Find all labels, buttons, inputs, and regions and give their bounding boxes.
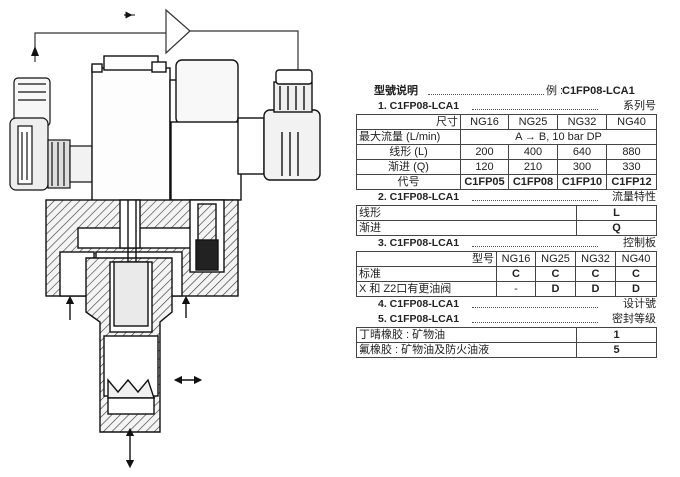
section-4-heading: 4. C1FP08-LCA1 设计號: [356, 297, 656, 312]
header-leader: [428, 94, 544, 95]
table-cell: C1FP05: [460, 174, 509, 190]
table-row: X 和 Z2口有更油阀 - D D D: [356, 281, 657, 297]
section-leader: [472, 246, 598, 247]
panel-title: 型號说明: [374, 85, 418, 97]
table-cell: NG32: [575, 251, 616, 267]
section-label: 设计號: [623, 298, 656, 310]
solenoid-coil: [170, 59, 321, 201]
example-prefix: 例 :: [546, 85, 564, 97]
table-cell: C1FP10: [557, 174, 607, 190]
section-leader: [472, 200, 598, 201]
valve-cross-section-drawing: [9, 8, 321, 469]
section-leader: [472, 109, 598, 110]
section-5-heading: 5. C1FP08-LCA1 密封等级: [356, 312, 656, 327]
table-cell: NG40: [615, 251, 657, 267]
table-cell: 880: [606, 144, 657, 160]
table-row: 标准 C C C C: [356, 266, 657, 282]
table-cell: 5: [576, 342, 657, 358]
section-2-heading: 2. C1FP08-LCA1 流量特性: [356, 190, 656, 205]
section-code: 5. C1FP08-LCA1: [378, 313, 460, 325]
table-cell: 线形: [356, 205, 577, 221]
table-row: 线形 L: [356, 205, 657, 221]
cartridge-sleeve: [85, 200, 173, 433]
table-cell: NG16: [496, 251, 536, 267]
table-cell: C: [535, 266, 576, 282]
table-row: 丁晴橡胶 : 矿物油 1: [356, 327, 657, 343]
table-cell: 尺寸: [356, 114, 461, 130]
table-cell: 标准: [356, 266, 497, 282]
flow-arrows: [65, 295, 203, 469]
table-cell: 最大流量 (L/min): [356, 129, 461, 145]
section-label: 密封等级: [612, 313, 656, 325]
seal-material-table: 丁晴橡胶 : 矿物油 1 氟橡胶 : 矿物油及防火油液 5: [356, 327, 657, 358]
section-code: 1. C1FP08-LCA1: [378, 100, 460, 112]
example-code: C1FP08-LCA1: [562, 85, 635, 97]
table-cell: 300: [557, 159, 607, 175]
section-1-heading: 1. C1FP08-LCA1 系列号: [356, 99, 656, 114]
table-row: 渐进 Q: [356, 220, 657, 236]
signal-arrow-up: [31, 46, 39, 56]
table-cell: C1FP08: [508, 174, 558, 190]
table-cell: C: [575, 266, 616, 282]
table-cell: A → B, 10 bar DP: [460, 129, 657, 145]
control-cover-table: 型号 NG16 NG25 NG32 NG40 标准 C C C C X 和 Z2…: [356, 251, 657, 297]
hydraulic-signal-lines: [34, 8, 299, 78]
table-cell: X 和 Z2口有更油阀: [356, 281, 497, 297]
table-cell: NG16: [460, 114, 509, 130]
table-cell: 330: [606, 159, 657, 175]
table-cell: 210: [508, 159, 558, 175]
table-row: 尺寸 NG16 NG25 NG32 NG40: [356, 114, 657, 130]
table-cell: 1: [576, 327, 657, 343]
section-3-heading: 3. C1FP08-LCA1 控制板: [356, 236, 656, 251]
panel-header: 型號说明 例 : C1FP08-LCA1: [356, 84, 656, 99]
table-cell: NG25: [508, 114, 558, 130]
table-cell: C1FP12: [606, 174, 657, 190]
table-cell: 氟橡胶 : 矿物油及防火油液: [356, 342, 577, 358]
table-cell: 渐进 (Q): [356, 159, 461, 175]
table-cell: 丁晴橡胶 : 矿物油: [356, 327, 577, 343]
table-cell: 渐进: [356, 220, 577, 236]
table-cell: 型号: [356, 251, 497, 267]
model-code-panel: 型號说明 例 : C1FP08-LCA1 1. C1FP08-LCA1 系列号 …: [356, 84, 657, 358]
table-cell: 400: [508, 144, 558, 160]
series-table: 尺寸 NG16 NG25 NG32 NG40 最大流量 (L/min) A → …: [356, 114, 657, 190]
table-cell: L: [576, 205, 657, 221]
table-cell: NG32: [557, 114, 607, 130]
flow-characteristic-table: 线形 L 渐进 Q: [356, 205, 657, 236]
table-row: 型号 NG16 NG25 NG32 NG40: [356, 251, 657, 267]
section-label: 系列号: [623, 100, 656, 112]
table-cell: Q: [576, 220, 657, 236]
table-cell: D: [615, 281, 657, 297]
table-cell: 代号: [356, 174, 461, 190]
section-leader: [472, 322, 598, 323]
table-cell: C: [496, 266, 536, 282]
section-code: 4. C1FP08-LCA1: [378, 298, 460, 310]
table-cell: 200: [460, 144, 509, 160]
table-cell: 120: [460, 159, 509, 175]
table-cell: NG25: [535, 251, 576, 267]
section-label: 控制板: [623, 237, 656, 249]
table-cell: 线形 (L): [356, 144, 461, 160]
table-cell: 640: [557, 144, 607, 160]
section-leader: [472, 307, 598, 308]
table-cell: C: [615, 266, 657, 282]
table-row: 线形 (L) 200 400 640 880: [356, 144, 657, 160]
table-cell: NG40: [606, 114, 657, 130]
pilot-housing: [91, 55, 179, 203]
table-row: 渐进 (Q) 120 210 300 330: [356, 159, 657, 175]
table-cell: D: [575, 281, 616, 297]
section-label: 流量特性: [612, 191, 656, 203]
table-cell: D: [535, 281, 576, 297]
table-row: 代号 C1FP05 C1FP08 C1FP10 C1FP12: [356, 174, 657, 190]
table-cell: -: [496, 281, 536, 297]
section-code: 2. C1FP08-LCA1: [378, 191, 460, 203]
left-connector-plug: [9, 77, 93, 191]
section-code: 3. C1FP08-LCA1: [378, 237, 460, 249]
table-row: 最大流量 (L/min) A → B, 10 bar DP: [356, 129, 657, 145]
table-row: 氟橡胶 : 矿物油及防火油液 5: [356, 342, 657, 358]
